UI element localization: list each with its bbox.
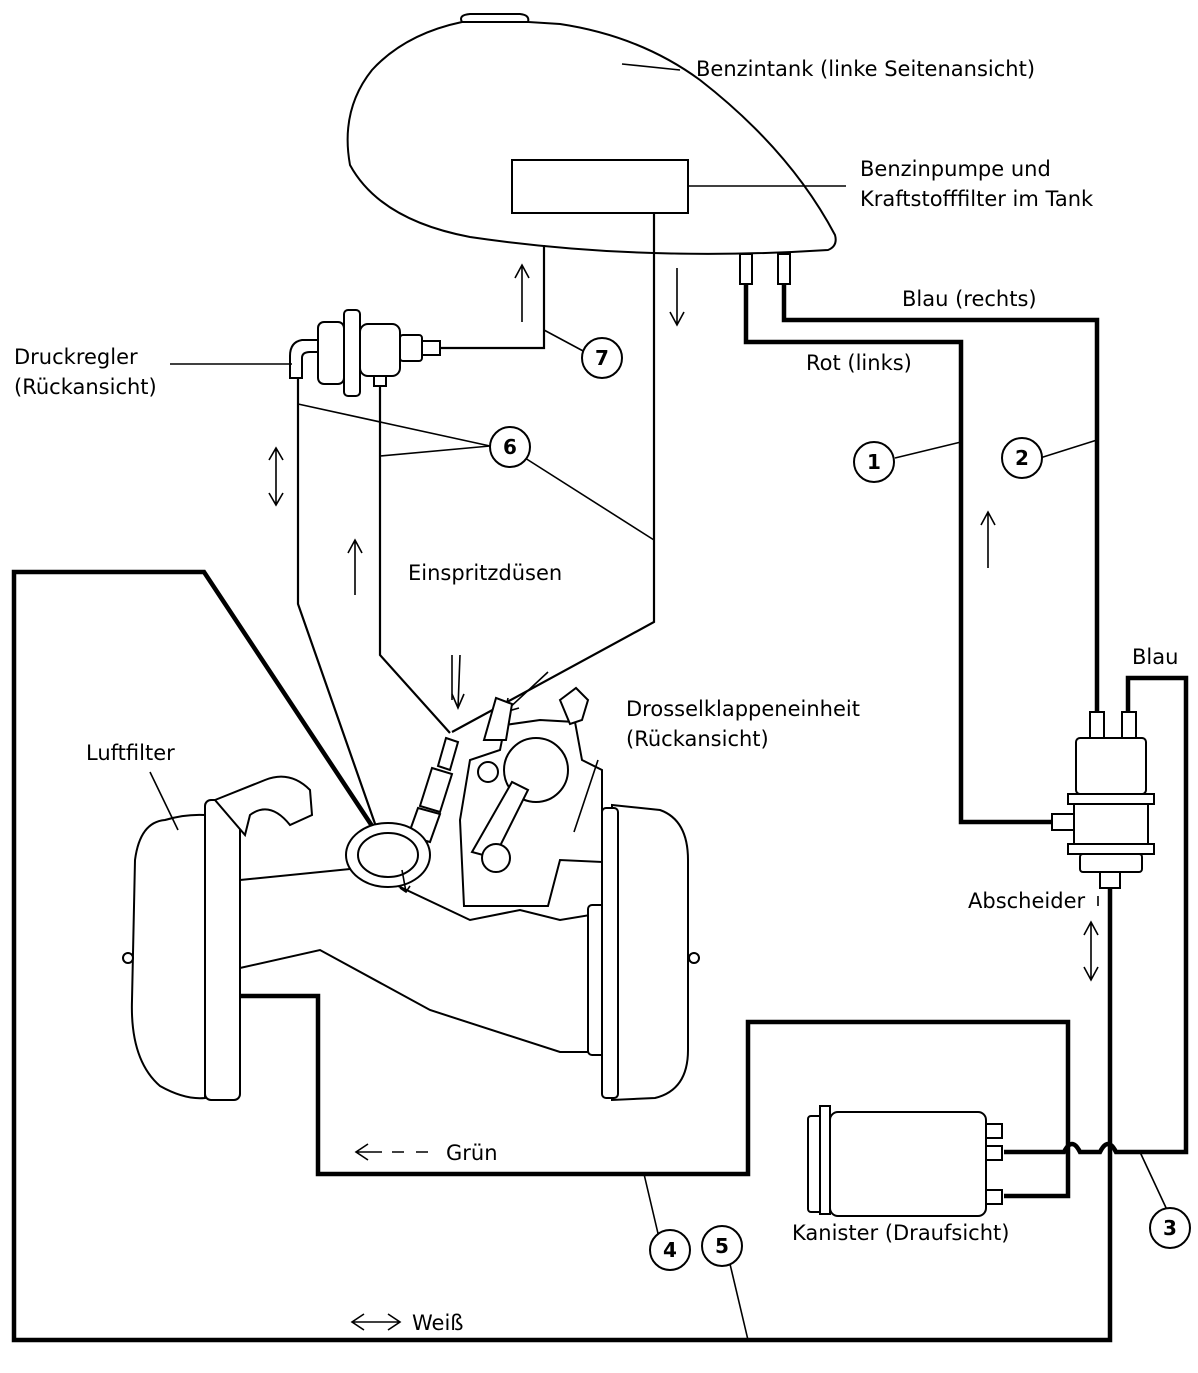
label-fuel-pump-line2: Kraftstofffilter im Tank: [860, 187, 1094, 211]
label-blue-right: Blau (rechts): [902, 287, 1037, 311]
callout-1: 1: [853, 441, 895, 483]
callout-label: 2: [1015, 446, 1029, 470]
callout-6: 6: [489, 426, 531, 468]
label-throttle-body-line1: Drosselklappeneinheit: [626, 697, 860, 721]
label-fuel-tank: Benzintank (linke Seitenansicht): [696, 57, 1035, 81]
label-pressure-regulator-line2: (Rückansicht): [14, 375, 157, 399]
hoses: [11, 284, 1189, 1343]
label-green: Grün: [446, 1141, 498, 1165]
label-air-filter: Luftfilter: [86, 741, 175, 765]
intake-assembly: [122, 686, 700, 1102]
callout-label: 5: [715, 1234, 729, 1258]
fuel-lines: [296, 213, 656, 839]
callout-7: 7: [581, 337, 623, 379]
label-red-left: Rot (links): [806, 351, 912, 375]
label-blue: Blau: [1132, 645, 1178, 669]
label-pressure-regulator-line1: Druckregler: [14, 345, 138, 369]
callout-label: 3: [1163, 1216, 1177, 1240]
callout-4: 4: [649, 1229, 691, 1271]
callout-label: 1: [867, 450, 881, 474]
callout-label: 6: [503, 435, 517, 459]
callout-label: 7: [595, 346, 609, 370]
callout-5: 5: [701, 1225, 743, 1267]
fuel-pump-box: [511, 159, 689, 214]
separator: [1051, 711, 1155, 889]
label-canister: Kanister (Draufsicht): [792, 1221, 1009, 1245]
label-white: Weiß: [412, 1311, 464, 1335]
canister: [807, 1105, 1003, 1217]
callout-3: 3: [1149, 1207, 1191, 1249]
callout-label: 4: [663, 1238, 677, 1262]
label-injectors: Einspritzdüsen: [408, 561, 562, 585]
label-fuel-pump-line1: Benzinpumpe und: [860, 157, 1051, 181]
pressure-regulator: [289, 309, 441, 397]
label-separator: Abscheider: [968, 889, 1085, 913]
fuel-tank: [346, 13, 837, 285]
label-throttle-body-line2: (Rückansicht): [626, 727, 769, 751]
callout-2: 2: [1001, 437, 1043, 479]
